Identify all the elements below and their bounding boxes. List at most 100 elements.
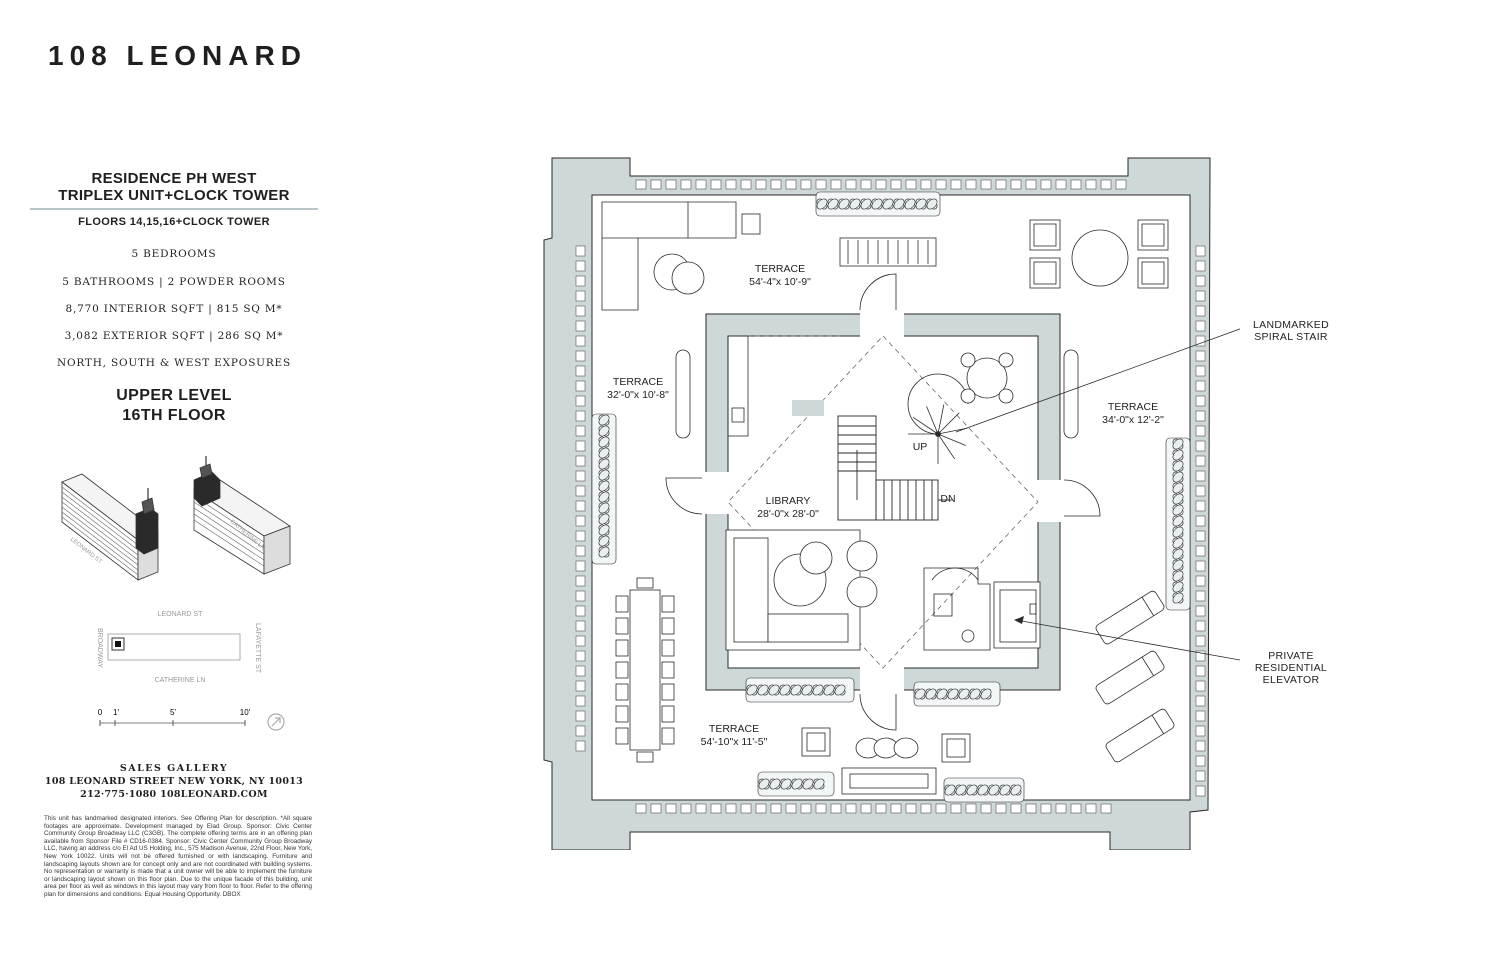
scale-tick-1: 1' — [113, 708, 119, 717]
parapet-window — [935, 803, 947, 814]
parapet-window — [1195, 515, 1206, 527]
parapet-window — [1195, 545, 1206, 557]
plant-leaf — [1172, 537, 1184, 549]
plant-leaf — [838, 198, 850, 210]
bedrooms-fact: 5 BEDROOMS — [131, 248, 217, 260]
parapet-window — [1025, 803, 1037, 814]
east-door-opening — [1034, 480, 1064, 522]
plant-leaf — [882, 198, 894, 210]
plant-leaf — [914, 688, 926, 700]
plant-leaf — [834, 684, 846, 696]
plant-leaf — [780, 778, 792, 790]
scale-tick-5: 5' — [170, 708, 176, 717]
plant-leaf — [926, 198, 938, 210]
plant-leaf — [598, 480, 610, 492]
level-title: UPPER LEVEL — [116, 387, 232, 404]
parapet-window — [1195, 710, 1206, 722]
parapet-window — [1195, 605, 1206, 617]
parapet-window — [920, 179, 932, 190]
parapet-window — [965, 803, 977, 814]
parapet-window — [575, 560, 586, 572]
parapet-window — [1195, 785, 1206, 797]
plant-leaf — [947, 688, 959, 700]
level-floor: 16TH FLOOR — [122, 407, 226, 424]
south-door-icon[interactable] — [859, 693, 897, 731]
plant-leaf — [999, 784, 1011, 796]
parapet-window — [575, 635, 586, 647]
parapet-window — [1195, 770, 1206, 782]
floors-label: FLOORS 14,15,16+CLOCK TOWER — [78, 216, 270, 228]
plant-leaf — [790, 684, 802, 696]
street-leonard: LEONARD ST — [158, 611, 203, 618]
parapet-window — [1195, 425, 1206, 437]
terrace-south-dims: 54'-10"x 11'-5" — [701, 736, 768, 748]
parapet-window — [815, 179, 827, 190]
parapet-window — [575, 530, 586, 542]
parapet-window — [665, 179, 677, 190]
parapet-window — [710, 179, 722, 190]
key-plan: LEONARD ST CATHERINE LN BROADWAY LAFAYET… — [96, 611, 261, 684]
parapet-window — [575, 455, 586, 467]
sales-contact[interactable]: 212·775·1080 108LEONARD.COM — [80, 789, 268, 800]
parapet-window — [800, 179, 812, 190]
plant-leaf — [801, 684, 813, 696]
north-door-icon[interactable] — [859, 273, 897, 311]
parapet-window — [1195, 335, 1206, 347]
parapet-window — [1025, 179, 1037, 190]
library-label: LIBRARY — [766, 495, 811, 507]
parapet-window — [575, 275, 586, 287]
key-plan-outline — [107, 633, 241, 661]
parapet-window — [575, 350, 586, 362]
isometric-building-view-2: CATHERINE LN — [193, 456, 291, 575]
sales-gallery: SALES GALLERY 108 LEONARD STREET NEW YOR… — [40, 762, 308, 801]
parapet-window — [1040, 803, 1052, 814]
planters — [591, 191, 1191, 803]
parapet-window — [575, 590, 586, 602]
parapet-window — [980, 179, 992, 190]
parapet-window — [1195, 680, 1206, 692]
parapet-window — [1195, 350, 1206, 362]
plant-leaf — [1010, 784, 1022, 796]
parapet-window — [1195, 530, 1206, 542]
terrace-west-label: TERRACE — [613, 376, 663, 388]
parapet-window — [1100, 179, 1112, 190]
parapet-window — [890, 179, 902, 190]
parapet-window — [725, 179, 737, 190]
parapet-window — [920, 803, 932, 814]
parapet-window — [575, 680, 586, 692]
parapet-window — [875, 179, 887, 190]
parapet-window — [1195, 650, 1206, 662]
plant-leaf — [915, 198, 927, 210]
parapet-window — [905, 179, 917, 190]
south-terrace-furniture — [801, 727, 971, 795]
parapet-window — [845, 179, 857, 190]
east-door-icon[interactable] — [1063, 479, 1101, 517]
terrace-east-dims: 34'-0"x 12'-2" — [1102, 414, 1164, 426]
round-table — [960, 352, 1014, 404]
parapet-window — [1115, 179, 1127, 190]
plant-leaf — [1172, 504, 1184, 516]
plant-leaf — [936, 688, 948, 700]
west-door-icon[interactable] — [665, 477, 703, 515]
plant-leaf — [1172, 515, 1184, 527]
parapet-window — [845, 803, 857, 814]
parapet-window — [575, 290, 586, 302]
parapet-window — [575, 665, 586, 677]
parapet-window — [575, 515, 586, 527]
parapet-window — [575, 410, 586, 422]
parapet-window — [950, 803, 962, 814]
parapet-window — [1195, 470, 1206, 482]
plant-leaf — [1172, 460, 1184, 472]
plant-leaf — [1172, 493, 1184, 505]
powder-room — [923, 567, 991, 651]
library-dims: 28'-0"x 28'-0" — [757, 508, 819, 520]
north-door-opening — [860, 310, 904, 340]
parapet-window — [1195, 365, 1206, 377]
plant-leaf — [944, 784, 956, 796]
parapet-window — [785, 179, 797, 190]
plant-leaf — [816, 198, 828, 210]
parapet-window — [575, 440, 586, 452]
scale-tick-0: 0 — [98, 708, 103, 717]
parapet-window — [980, 803, 992, 814]
west-door-opening — [702, 472, 732, 514]
